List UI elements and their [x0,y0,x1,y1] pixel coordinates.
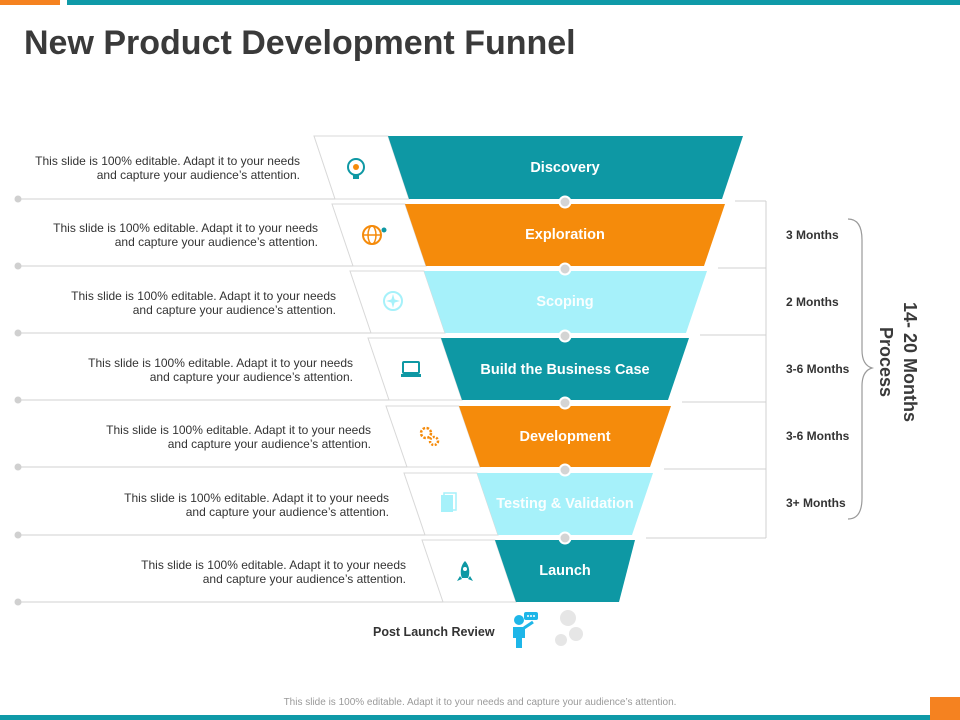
funnel-band-scoping [424,271,707,333]
duration-label: 3+ Months [786,496,846,510]
duration-label: 2 Months [786,295,839,309]
post-launch-review-label: Post Launch Review [373,625,495,639]
decorative-bubbles [555,610,583,646]
rocket-icon [457,561,473,581]
stage-description: This slide is 100% editable. Adapt it to… [106,423,371,451]
stage-development [14,405,671,471]
duration-brace [847,218,875,520]
bottom-accent-bar-orange [930,697,960,720]
stage-description: This slide is 100% editable. Adapt it to… [53,221,318,249]
top-accent-bar-teal [67,0,960,5]
stage-testing [14,472,653,539]
stage-label-development: Development [519,429,611,445]
footer-note: This slide is 100% editable. Adapt it to… [283,697,677,708]
duration-label: 3 Months [786,228,839,242]
duration-grid [646,200,767,539]
stage-exploration [14,203,725,270]
funnel-band-development [459,406,671,467]
stage-description: This slide is 100% editable. Adapt it to… [141,558,406,586]
compass-icon [383,291,403,311]
globe-icon [362,225,387,245]
duration-label: 3-6 Months [786,429,850,443]
stage-label-scoping: Scoping [536,294,594,310]
funnel-band-launch [495,540,635,602]
gears-icon [419,426,440,447]
laptop-icon [401,361,421,377]
lightbulb-icon [347,158,365,179]
funnel-band-business-case [441,338,689,400]
stage-label-exploration: Exploration [525,227,605,243]
funnel-band-exploration [405,204,725,266]
top-accent-bar-orange [0,0,60,5]
document-icon [441,492,457,512]
bottom-accent-bar-teal [0,715,960,720]
stage-launch [14,539,635,606]
stage-description: This slide is 100% editable. Adapt it to… [35,154,300,182]
funnel-band-testing [477,473,653,535]
stage-label-launch: Launch [539,563,591,579]
stage-label-discovery: Discovery [530,160,600,176]
stage-description: This slide is 100% editable. Adapt it to… [88,356,353,384]
stage-description: This slide is 100% editable. Adapt it to… [124,491,389,519]
stage-scoping [14,270,707,337]
stage-business-case [14,337,689,404]
stage-discovery [14,135,743,203]
duration-label: 3-6 Months [786,362,850,376]
stage-description: This slide is 100% editable. Adapt it to… [71,289,336,317]
stage-label-business-case: Build the Business Case [480,362,650,378]
stage-label-testing: Testing & Validation [496,496,634,512]
funnel-connectors [558,195,572,545]
funnel-band-discovery [388,136,743,199]
page-title: New Product Development Funnel [24,24,576,62]
presenter-icon [513,612,538,648]
